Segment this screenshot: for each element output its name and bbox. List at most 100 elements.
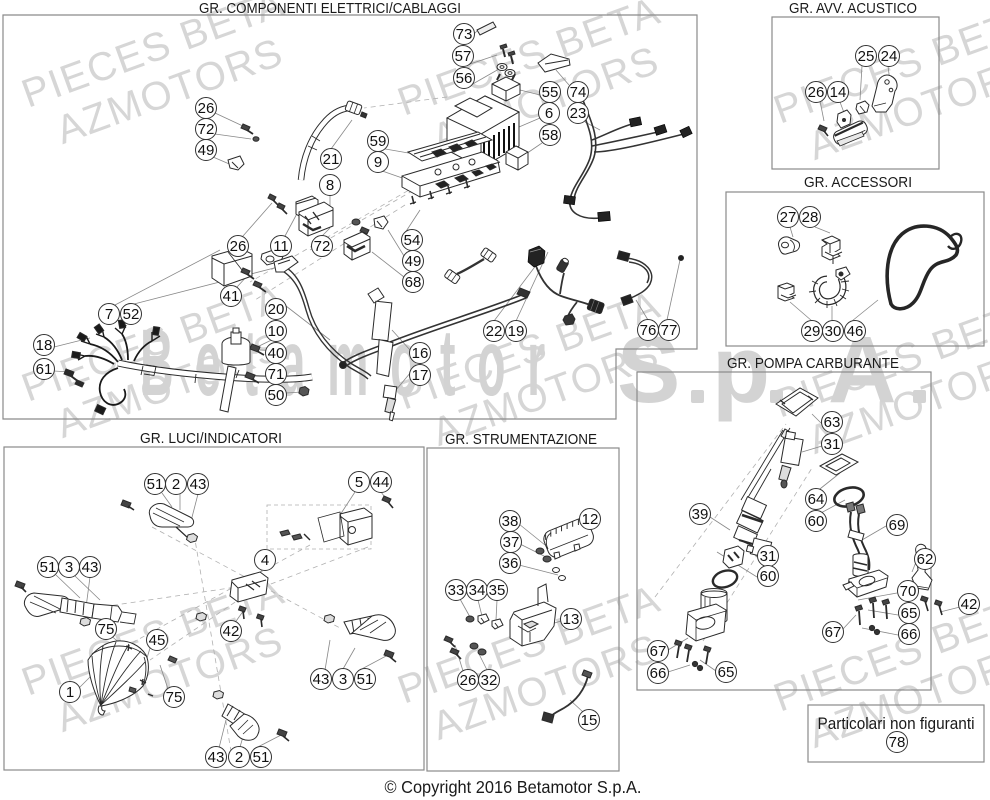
svg-text:31: 31 xyxy=(824,436,841,453)
svg-text:3: 3 xyxy=(65,559,73,576)
svg-text:24: 24 xyxy=(881,48,898,65)
svg-text:35: 35 xyxy=(489,582,506,599)
svg-text:75: 75 xyxy=(166,689,183,706)
svg-text:65: 65 xyxy=(901,605,918,622)
svg-text:GR. AVV. ACUSTICO: GR. AVV. ACUSTICO xyxy=(789,1,917,17)
svg-text:45: 45 xyxy=(149,632,166,649)
svg-text:38: 38 xyxy=(502,513,519,530)
svg-text:32: 32 xyxy=(481,672,498,689)
svg-text:58: 58 xyxy=(542,127,559,144)
svg-text:59: 59 xyxy=(370,133,387,150)
svg-text:9: 9 xyxy=(374,154,382,171)
svg-text:4: 4 xyxy=(261,552,269,569)
svg-text:67: 67 xyxy=(825,624,842,641)
svg-text:42: 42 xyxy=(961,596,978,613)
svg-text:49: 49 xyxy=(198,142,215,159)
svg-text:17: 17 xyxy=(412,367,429,384)
svg-text:43: 43 xyxy=(313,671,330,688)
svg-text:12: 12 xyxy=(582,511,599,528)
svg-text:67: 67 xyxy=(650,643,667,660)
svg-text:22: 22 xyxy=(486,323,503,340)
svg-text:15: 15 xyxy=(581,712,598,729)
svg-text:71: 71 xyxy=(268,366,285,383)
svg-text:p: p xyxy=(712,317,770,423)
svg-text:43: 43 xyxy=(190,476,207,493)
svg-text:51: 51 xyxy=(253,749,270,766)
svg-text:70: 70 xyxy=(900,583,917,600)
svg-text:60: 60 xyxy=(808,513,825,530)
svg-text:11: 11 xyxy=(273,238,289,255)
svg-text:26: 26 xyxy=(808,84,825,101)
svg-text:54: 54 xyxy=(404,232,421,249)
svg-text:62: 62 xyxy=(917,551,934,568)
svg-text:66: 66 xyxy=(901,626,918,643)
svg-text:GR. LUCI/INDICATORI: GR. LUCI/INDICATORI xyxy=(140,431,282,447)
svg-text:3: 3 xyxy=(339,671,347,688)
svg-text:43: 43 xyxy=(208,749,225,766)
svg-text:21: 21 xyxy=(323,151,340,168)
svg-text:25: 25 xyxy=(858,48,875,65)
svg-text:68: 68 xyxy=(405,274,422,291)
svg-text:77: 77 xyxy=(661,322,678,339)
svg-text:33: 33 xyxy=(448,582,465,599)
svg-text:26: 26 xyxy=(230,238,247,255)
svg-text:51: 51 xyxy=(147,476,164,493)
svg-text:39: 39 xyxy=(692,506,709,523)
svg-text:72: 72 xyxy=(198,121,215,138)
svg-text:10: 10 xyxy=(268,323,285,340)
svg-text:37: 37 xyxy=(503,534,520,551)
svg-text:51: 51 xyxy=(357,671,374,688)
svg-text:73: 73 xyxy=(456,26,473,43)
svg-text:64: 64 xyxy=(808,491,825,508)
svg-text:2: 2 xyxy=(172,476,180,493)
svg-text:20: 20 xyxy=(268,301,285,318)
svg-text:31: 31 xyxy=(760,548,777,565)
svg-text:34: 34 xyxy=(469,582,486,599)
svg-text:74: 74 xyxy=(570,84,587,101)
svg-text:GR. COMPONENTI ELETTRICI/CABLA: GR. COMPONENTI ELETTRICI/CABLAGGI xyxy=(199,1,461,17)
svg-text:65: 65 xyxy=(718,664,735,681)
svg-text:57: 57 xyxy=(455,48,472,65)
svg-text:23: 23 xyxy=(570,105,587,122)
svg-text:13: 13 xyxy=(563,611,580,628)
svg-text:GR. ACCESSORI: GR. ACCESSORI xyxy=(804,175,912,191)
svg-text:7: 7 xyxy=(105,306,113,323)
svg-text:© Copyright 2016 Betamotor S.p: © Copyright 2016 Betamotor S.p.A. xyxy=(385,777,642,797)
svg-text:49: 49 xyxy=(405,253,422,270)
svg-text:Particolari non figuranti: Particolari non figuranti xyxy=(818,714,975,733)
svg-text:28: 28 xyxy=(802,209,819,226)
svg-text:72: 72 xyxy=(314,238,331,255)
svg-text:78: 78 xyxy=(889,734,906,751)
svg-text:44: 44 xyxy=(373,474,390,491)
svg-text:16: 16 xyxy=(412,345,429,362)
svg-text:1: 1 xyxy=(66,684,74,701)
svg-text:52: 52 xyxy=(123,306,140,323)
svg-text:41: 41 xyxy=(223,288,240,305)
svg-text:14: 14 xyxy=(830,84,847,101)
svg-text:8: 8 xyxy=(326,177,334,194)
svg-text:2: 2 xyxy=(235,749,243,766)
svg-text:5: 5 xyxy=(355,474,363,491)
svg-text:30: 30 xyxy=(825,323,842,340)
svg-text:29: 29 xyxy=(804,323,821,340)
svg-text:60: 60 xyxy=(760,568,777,585)
svg-text:40: 40 xyxy=(268,345,285,362)
svg-text:66: 66 xyxy=(650,665,667,682)
svg-text:50: 50 xyxy=(268,387,285,404)
svg-text:55: 55 xyxy=(542,84,559,101)
svg-text:26: 26 xyxy=(460,672,477,689)
svg-text:26: 26 xyxy=(198,100,215,117)
svg-text:18: 18 xyxy=(36,337,53,354)
svg-text:36: 36 xyxy=(502,555,519,572)
svg-text:43: 43 xyxy=(82,559,99,576)
svg-text:51: 51 xyxy=(40,559,57,576)
svg-text:19: 19 xyxy=(508,323,525,340)
svg-text:GR. POMPA CARBURANTE: GR. POMPA CARBURANTE xyxy=(727,356,899,372)
svg-text:46: 46 xyxy=(847,323,864,340)
svg-text:63: 63 xyxy=(824,414,841,431)
svg-text:6: 6 xyxy=(545,105,553,122)
svg-text:27: 27 xyxy=(780,209,797,226)
svg-text:56: 56 xyxy=(456,70,473,87)
svg-text:GR. STRUMENTAZIONE: GR. STRUMENTAZIONE xyxy=(445,432,597,448)
svg-text:69: 69 xyxy=(889,517,906,534)
